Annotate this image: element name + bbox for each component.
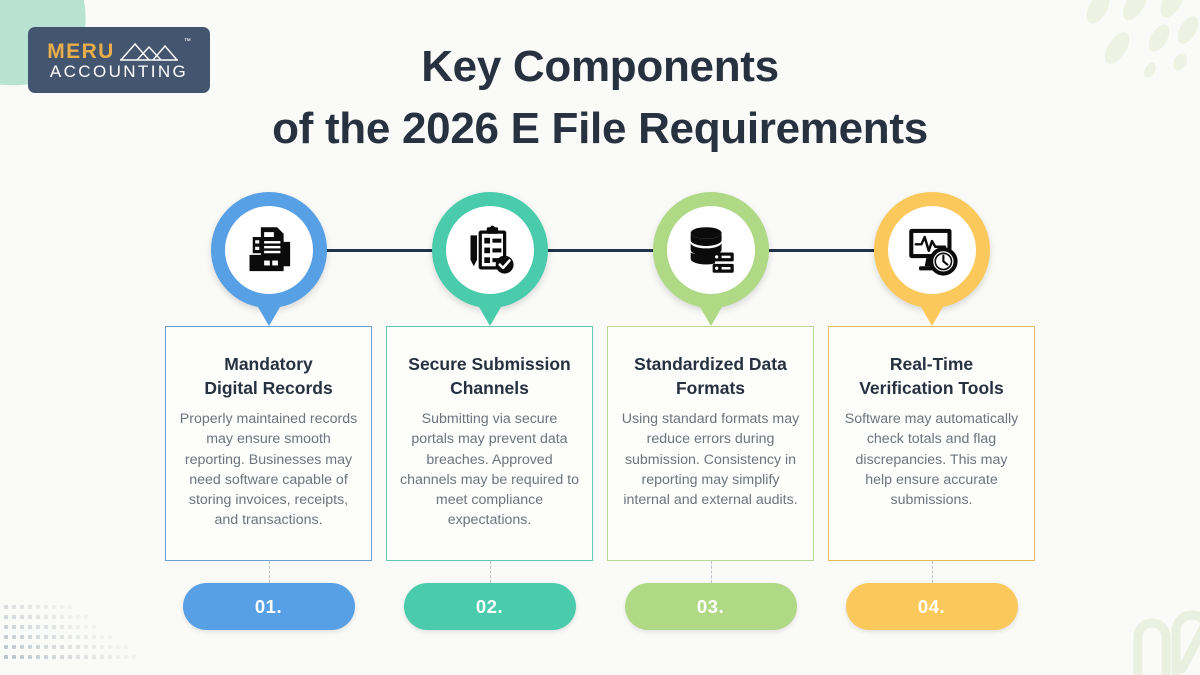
step-dashed-connector: [931, 561, 933, 583]
step-title-line-2: Formats: [675, 377, 746, 398]
logo-accounting-text: ACCOUNTING: [49, 62, 189, 81]
step-icon-circle: [887, 206, 976, 294]
decorative-leaves-bottom-right: [1133, 610, 1200, 675]
mountain-icon: [119, 42, 178, 61]
step-title-line-1: Secure Submission: [408, 354, 571, 374]
step-number-pill[interactable]: 04.: [845, 583, 1018, 630]
step-card-body: Software may automatically check totals …: [844, 411, 1019, 508]
step-title-line-1: Real-Time: [889, 354, 974, 374]
step-icon-circle: [666, 206, 755, 294]
monitor-pulse-clock-icon: [906, 224, 958, 276]
step-icon-badge[interactable]: [210, 192, 327, 326]
step-icon-circle: [445, 206, 534, 294]
badge-pointer: [695, 300, 726, 326]
logo-meru-text: MERU: [47, 40, 115, 63]
title-line-1: Key Components: [421, 42, 779, 91]
step-card-body: Submitting via secure portals may preven…: [399, 411, 580, 529]
step-dashed-connector: [489, 561, 491, 583]
step-title-line-1: Standardized Data: [634, 354, 787, 374]
timeline-connector-line: [272, 249, 928, 252]
step-number-pill[interactable]: 03.: [624, 583, 797, 630]
badge-pointer: [916, 300, 947, 326]
step-badge-wrap: [386, 192, 593, 326]
step-badge-wrap: [607, 192, 814, 326]
step-icon-badge[interactable]: [652, 192, 769, 326]
step-number-pill[interactable]: 01.: [182, 583, 355, 630]
step-number-pill[interactable]: 02.: [403, 583, 576, 630]
step-dashed-connector: [710, 561, 712, 583]
step-title-line-1: Mandatory: [224, 354, 313, 374]
step-dashed-connector: [268, 561, 270, 583]
badge-pointer: [253, 300, 284, 326]
badge-pointer: [474, 300, 505, 326]
brand-logo: MERU ™ ACCOUNTING: [28, 27, 210, 93]
step-badge-wrap: [828, 192, 1035, 326]
step-badge-wrap: [165, 192, 372, 326]
step-card-body: Properly maintained records may ensure s…: [179, 411, 358, 529]
step-icon-badge[interactable]: [431, 192, 548, 326]
step-title-line-2: Channels: [450, 377, 529, 398]
step-card-body: Using standard formats may reduce errors…: [621, 411, 800, 508]
step-title-line-2: Verification Tools: [859, 377, 1004, 398]
step-title-line-2: Digital Records: [204, 377, 333, 398]
step-icon-badge[interactable]: [873, 192, 990, 326]
database-server-icon: [685, 224, 737, 276]
title-line-2: of the 2026 E File Requirements: [272, 104, 928, 154]
step-icon-circle: [224, 206, 313, 294]
page-title: Key Components of the 2026 E File Requir…: [0, 36, 1200, 161]
clipboard-checklist-icon: [464, 224, 516, 276]
logo-wordmark-top: MERU ™: [47, 38, 191, 63]
printer-documents-icon: [243, 224, 295, 276]
trademark-symbol: ™: [183, 38, 191, 45]
